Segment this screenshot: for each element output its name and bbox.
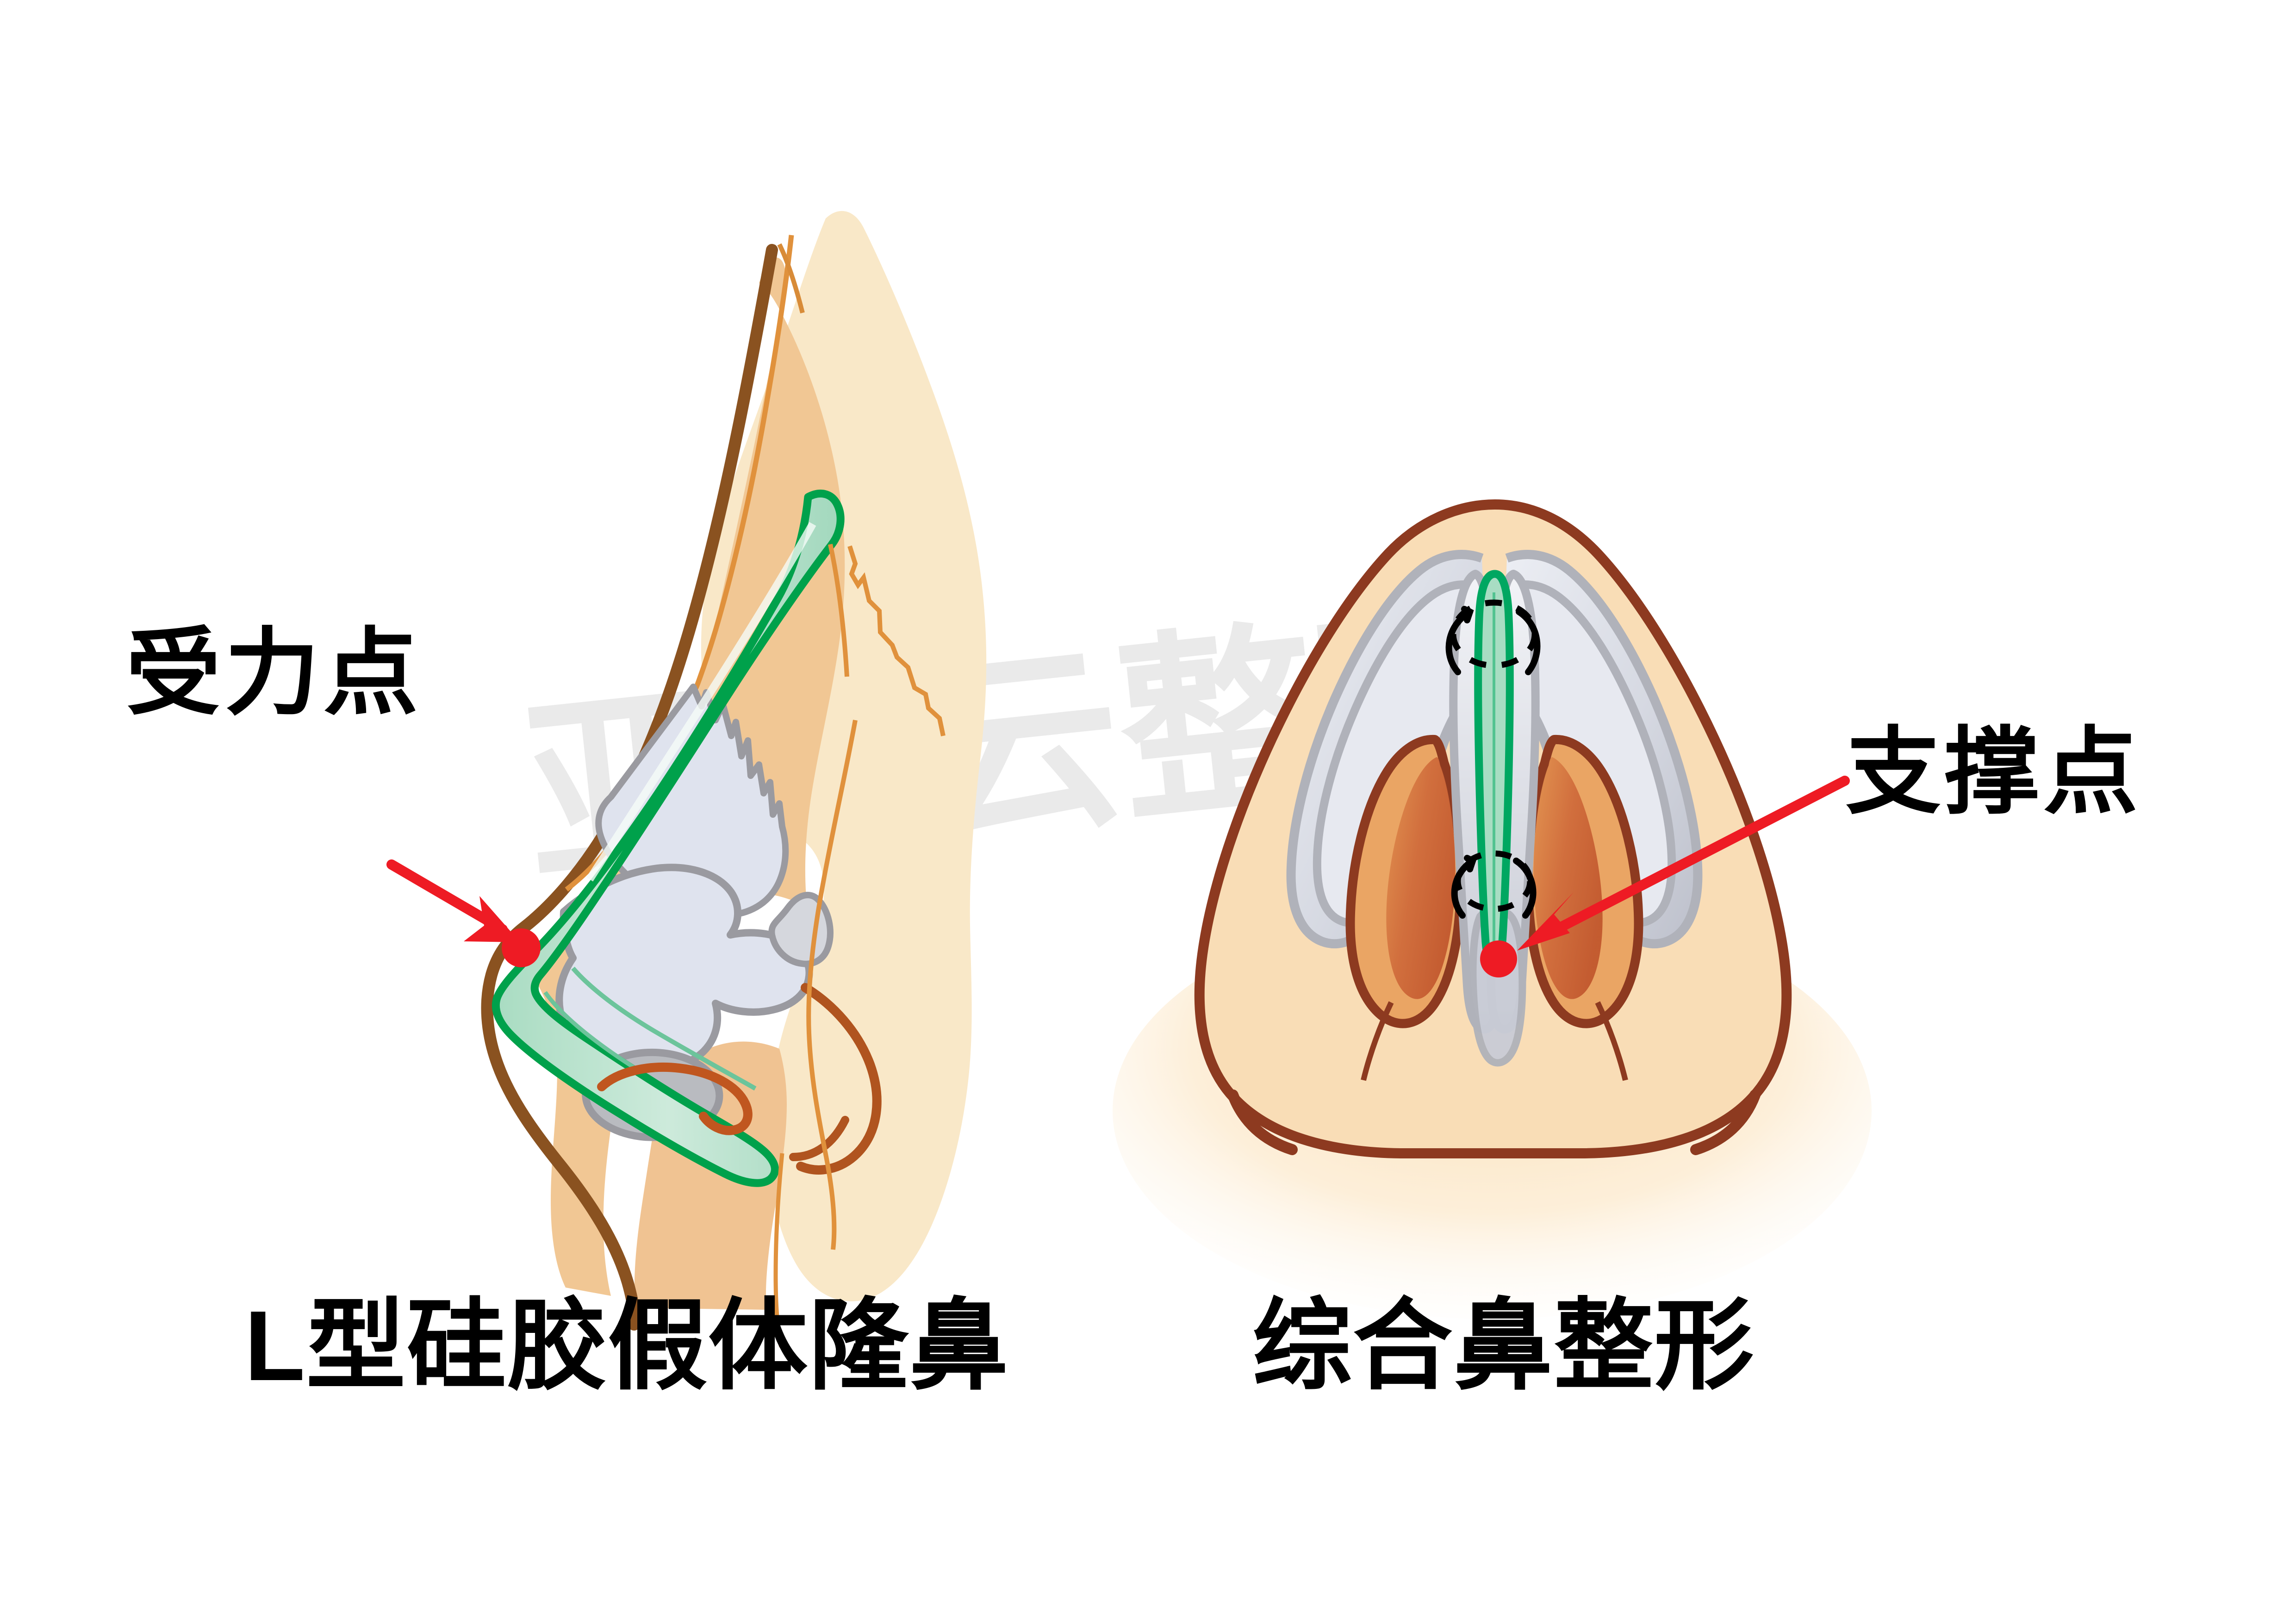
dorsum-line xyxy=(777,243,805,314)
caption-right-panel: 综合鼻整形 xyxy=(1252,1290,1755,1401)
alar-groove-right xyxy=(1690,1089,1761,1155)
force-point-annotation xyxy=(386,859,541,967)
implant-inner-contour-2 xyxy=(543,991,636,1070)
nasal-floor-line xyxy=(796,983,882,1175)
accessory-cartilage xyxy=(768,891,834,967)
panel-left-lateral-nose xyxy=(481,211,987,1347)
support-point-annotation xyxy=(1480,776,1850,977)
implant-inner-contour-1 xyxy=(571,966,757,1091)
cheek-fold-1 xyxy=(828,543,849,677)
nostril-rim-line xyxy=(597,1063,753,1135)
support-point-label: 支撑点 xyxy=(1846,719,2142,825)
implant-highlight xyxy=(586,522,816,882)
suture-marker-upper xyxy=(1445,599,1541,675)
skin-outline xyxy=(481,244,778,1331)
alar-groove-left xyxy=(1227,1089,1298,1155)
force-point-arrow-head xyxy=(464,896,520,942)
support-point-arrow-head xyxy=(1517,892,1574,951)
support-point-arrow-line xyxy=(1541,776,1850,940)
support-point-dot xyxy=(1480,940,1517,977)
cheek-fold-4 xyxy=(773,1153,784,1347)
suture-marker-lower xyxy=(1451,850,1537,919)
force-point-dot xyxy=(502,928,541,967)
caption-left-panel: L型硅胶假体隆鼻 xyxy=(244,1290,1010,1401)
force-point-label: 受力点 xyxy=(126,620,422,726)
cheek-fold-2 xyxy=(847,545,946,737)
alar-base-crease-left xyxy=(1361,1001,1394,1081)
nostril-left-shadow xyxy=(1386,757,1456,999)
alar-base-crease-right xyxy=(1595,1001,1628,1081)
cheek-fold-3 xyxy=(806,720,858,1250)
l-shaped-silicone-implant xyxy=(492,490,845,1187)
